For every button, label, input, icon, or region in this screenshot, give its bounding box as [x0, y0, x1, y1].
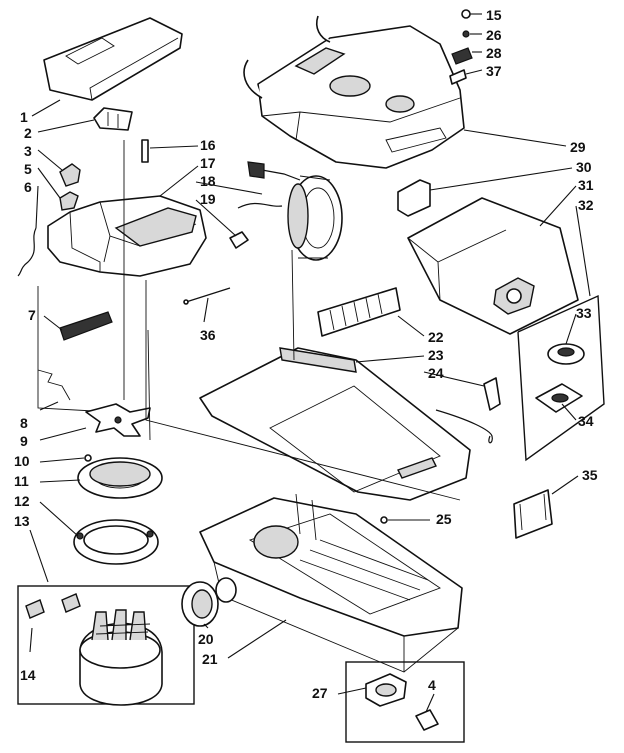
callout-37: 37 — [486, 63, 502, 79]
wheel-part — [181, 577, 237, 627]
callout-9: 9 — [20, 433, 28, 449]
callout-11: 11 — [14, 473, 29, 489]
callout-35: 35 — [582, 467, 598, 483]
callout-13: 13 — [14, 513, 30, 529]
callout-23: 23 — [428, 347, 444, 363]
callout-5: 5 — [24, 161, 32, 177]
callout-29: 29 — [570, 139, 586, 155]
upper-hood-part — [243, 15, 465, 169]
cord-latch-part — [435, 377, 501, 444]
motor-ring-part — [77, 457, 163, 499]
callout-33: 33 — [576, 305, 592, 321]
callout-8: 8 — [20, 415, 28, 431]
callout-21: 21 — [202, 651, 218, 667]
latch-part — [93, 107, 133, 131]
caster-assembly-part — [345, 661, 465, 743]
bag-door-frame-part — [199, 347, 471, 501]
callout-15: 15 — [486, 7, 502, 23]
motor-assembly-part — [17, 585, 195, 706]
callout-10: 10 — [14, 453, 30, 469]
base-housing-part — [199, 493, 463, 673]
callout-6: 6 — [24, 179, 32, 195]
callout-1: 1 — [20, 109, 28, 125]
screw-part-10 — [84, 454, 92, 462]
callout-31: 31 — [578, 177, 594, 193]
hood-housing-part — [47, 195, 207, 277]
switch-clip-part — [59, 163, 81, 211]
callout-27: 27 — [312, 685, 328, 701]
leader-lines — [29, 13, 591, 713]
cord-part — [17, 227, 37, 277]
callout-28: 28 — [486, 45, 502, 61]
side-panel-part — [37, 286, 113, 413]
bag-holder-part — [517, 294, 605, 462]
callout-32: 32 — [578, 197, 594, 213]
fuse-part — [229, 231, 249, 249]
callout-36: 36 — [200, 327, 216, 343]
rod-part — [183, 287, 231, 305]
callout-labels: 1 2 3 5 6 16 17 18 19 7 36 8 9 10 11 12 … — [14, 7, 598, 701]
callout-18: 18 — [200, 173, 216, 189]
callout-19: 19 — [200, 191, 216, 207]
callout-26: 26 — [486, 27, 502, 43]
callout-22: 22 — [428, 329, 444, 345]
callout-25: 25 — [436, 511, 452, 527]
callout-34: 34 — [578, 413, 594, 429]
callout-24: 24 — [428, 365, 444, 381]
callout-7: 7 — [28, 307, 36, 323]
small-hardware-parts — [449, 9, 473, 85]
screw-part-16 — [141, 139, 149, 163]
motor-fan-wheel-part — [237, 161, 343, 261]
filter-grille-part — [317, 287, 401, 337]
screw-part-25 — [380, 516, 388, 524]
callout-17: 17 — [200, 155, 216, 171]
callout-14: 14 — [20, 667, 36, 683]
dust-bag-part — [407, 197, 579, 335]
callout-3: 3 — [24, 143, 32, 159]
callout-30: 30 — [576, 159, 592, 175]
callout-2: 2 — [24, 125, 32, 141]
motor-bracket-part — [73, 519, 159, 565]
callout-12: 12 — [14, 493, 30, 509]
hood-clip-part — [397, 179, 431, 217]
top-cover-part — [43, 17, 183, 101]
wand-bracket-part — [513, 489, 553, 539]
callout-20: 20 — [198, 631, 214, 647]
label-plate-part — [59, 311, 113, 341]
callout-16: 16 — [200, 137, 216, 153]
callout-4: 4 — [428, 677, 436, 693]
fan-part — [85, 403, 151, 437]
